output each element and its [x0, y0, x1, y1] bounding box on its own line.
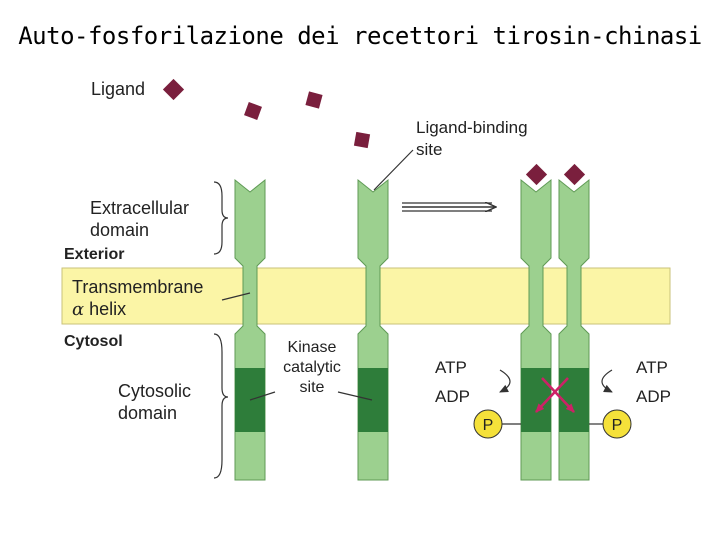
ligand-legend: [162, 78, 185, 101]
kinase-leader-left: [249, 391, 276, 401]
kinase-label: catalytic: [283, 359, 341, 376]
atp-label-right: ATP: [636, 358, 668, 377]
kinase-label: Kinase: [288, 339, 337, 356]
ligand: [353, 131, 371, 149]
exterior-label: Exterior: [64, 246, 124, 263]
binding-site-leader: [373, 149, 414, 191]
ligand: [244, 102, 262, 120]
transmembrane-label: Transmembrane: [72, 277, 203, 297]
binding-site-label: Ligand-binding: [416, 118, 528, 137]
atp-adp-arrow-right: [601, 369, 613, 393]
kinase-leader-right: [337, 391, 373, 401]
receptor-dimer-left: [520, 178, 552, 481]
extracellular-brace: [213, 181, 229, 255]
ligand-label: Ligand: [91, 79, 145, 99]
cytosolic-label: domain: [118, 403, 177, 423]
ligand-bound: [563, 163, 586, 186]
ligand: [305, 91, 323, 109]
atp-adp-arrow-left: [499, 369, 511, 393]
alpha-helix-label: α helix: [72, 299, 126, 320]
receptor-monomer-2: [357, 178, 389, 481]
cytosolic-label: Cytosolic: [118, 381, 191, 401]
phosphate-group-right: [602, 409, 632, 439]
cytosol-label: Cytosol: [64, 333, 123, 350]
kinase-label: site: [300, 379, 325, 396]
phosphate-label-left: P: [483, 417, 494, 434]
transmembrane-leader: [221, 292, 251, 301]
receptor-dimer-right: [558, 178, 590, 481]
phosphate-group-left: [473, 409, 503, 439]
cytosolic-brace: [213, 333, 229, 479]
adp-label-right: ADP: [636, 387, 671, 406]
cross-phosphorylation-arrow: [535, 377, 569, 413]
slide-title: Auto-fosforilazione dei recettori tirosi…: [18, 22, 702, 50]
binding-site-label: site: [416, 140, 442, 159]
receptor-monomer-1: [234, 178, 266, 481]
extracellular-label: domain: [90, 220, 149, 240]
cross-phosphorylation-arrow: [541, 377, 575, 413]
adp-label-left: ADP: [435, 387, 470, 406]
extracellular-label: Extracellular: [90, 198, 189, 218]
phosphate-label-right: P: [612, 417, 623, 434]
ligand-bound: [525, 163, 548, 186]
atp-label-left: ATP: [435, 358, 467, 377]
kinase-domain-2: [358, 368, 388, 432]
